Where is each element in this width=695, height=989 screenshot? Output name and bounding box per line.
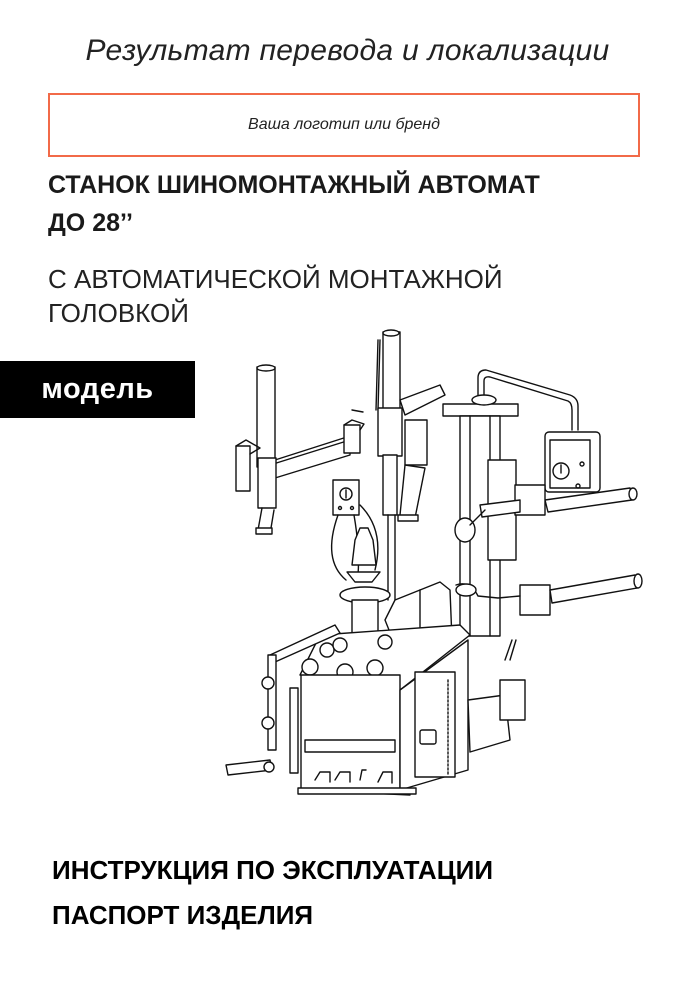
model-label: модель <box>41 373 154 405</box>
document-type: ИНСТРУКЦИЯ ПО ЭКСПЛУАТАЦИИ ПАСПОРТ ИЗДЕЛ… <box>52 848 493 938</box>
product-title-line2: ДО 28’’ <box>48 209 133 237</box>
logo-placeholder-text: Ваша логотип или бренд <box>248 116 440 133</box>
document-type-line2: ПАСПОРТ ИЗДЕЛИЯ <box>52 900 314 930</box>
product-subtitle-line2: ГОЛОВКОЙ <box>48 298 189 328</box>
page-title: Результат перевода и локализации <box>85 34 610 67</box>
product-subtitle-line1: С АВТОМАТИЧЕСКОЙ МОНТАЖНОЙ <box>48 264 503 294</box>
document-type-line1: ИНСТРУКЦИЯ ПО ЭКСПЛУАТАЦИИ <box>52 855 494 885</box>
product-title: СТАНОК ШИНОМОНТАЖНЫЙ АВТОМАТ ДО 28’’ <box>48 166 540 242</box>
product-title-line1: СТАНОК ШИНОМОНТАЖНЫЙ АВТОМАТ <box>48 171 540 199</box>
model-label-tag: модель <box>0 361 195 418</box>
tire-changer-illustration <box>225 329 643 796</box>
logo-placeholder-box: Ваша логотип или бренд <box>48 93 640 157</box>
product-subtitle: С АВТОМАТИЧЕСКОЙ МОНТАЖНОЙ ГОЛОВКОЙ <box>48 262 503 330</box>
